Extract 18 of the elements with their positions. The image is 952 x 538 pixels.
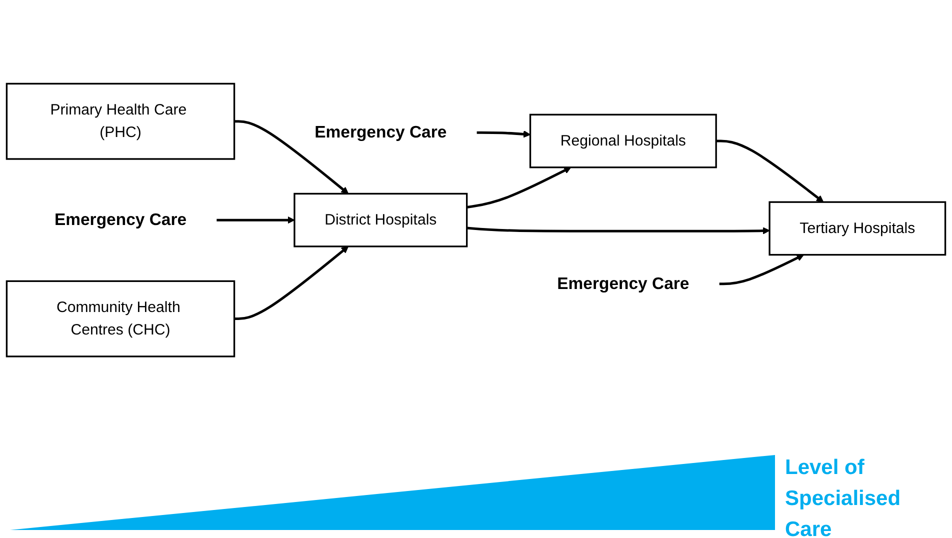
node-box: District Hospitals [294,192,468,248]
node-text: Emergency Care [314,123,447,142]
node-text: Emergency Care [54,210,187,230]
node-box: Community Health Centres (CHC) [6,280,236,358]
arrow [234,120,349,194]
arrow [216,216,295,224]
node-box: Regional Hospitals [529,114,717,168]
arrow [234,246,349,320]
scale-label: Level of Specialised Care [785,455,902,538]
arrow [719,254,804,286]
wedge-shape [10,455,775,530]
node-box: Primary Health Care (PHC) [6,82,236,160]
arrow [466,226,770,234]
arrow [716,140,824,202]
node-box: Tertiary Hospitals [768,201,946,256]
arrow [476,130,531,138]
arrow [466,166,572,208]
node-text: Emergency Care [557,274,690,293]
